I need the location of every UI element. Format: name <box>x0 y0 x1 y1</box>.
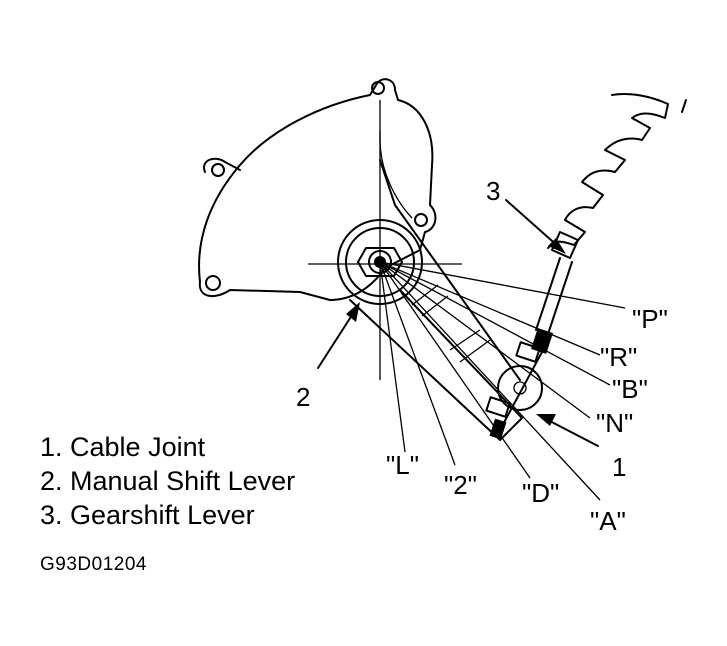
legend-item-gearshift-lever: 3. Gearshift Lever <box>40 500 255 530</box>
reference-lines <box>308 130 462 380</box>
position-label-p: "P" <box>632 304 668 334</box>
lever-tick-marks <box>411 284 491 363</box>
figure-id: G93D01204 <box>40 554 147 575</box>
transmission-cover-plate <box>198 78 437 301</box>
callout-1: 1 <box>612 452 626 482</box>
callout-2: 2 <box>296 382 310 412</box>
position-label-l: "L" <box>386 450 419 480</box>
position-label-n: "N" <box>596 408 633 438</box>
position-label-d: "D" <box>522 478 559 508</box>
callout-arrows <box>317 199 599 447</box>
position-label-r: "R" <box>600 342 637 372</box>
legend: 1. Cable Joint 2. Manual Shift Lever 3. … <box>40 430 295 532</box>
legend-item-cable-joint: 1. Cable Joint <box>40 432 206 462</box>
legend-item-manual-shift-lever: 2. Manual Shift Lever <box>40 466 296 496</box>
callout-labels: 3 2 1 "P" "R" "B" "N" "L" "2" "D" "A" <box>296 176 668 536</box>
position-label-b: "B" <box>612 374 648 404</box>
position-label-a: "A" <box>590 506 626 536</box>
callout-3: 3 <box>486 176 500 206</box>
position-label-2: "2" <box>444 470 477 500</box>
cable-joint <box>485 341 543 440</box>
